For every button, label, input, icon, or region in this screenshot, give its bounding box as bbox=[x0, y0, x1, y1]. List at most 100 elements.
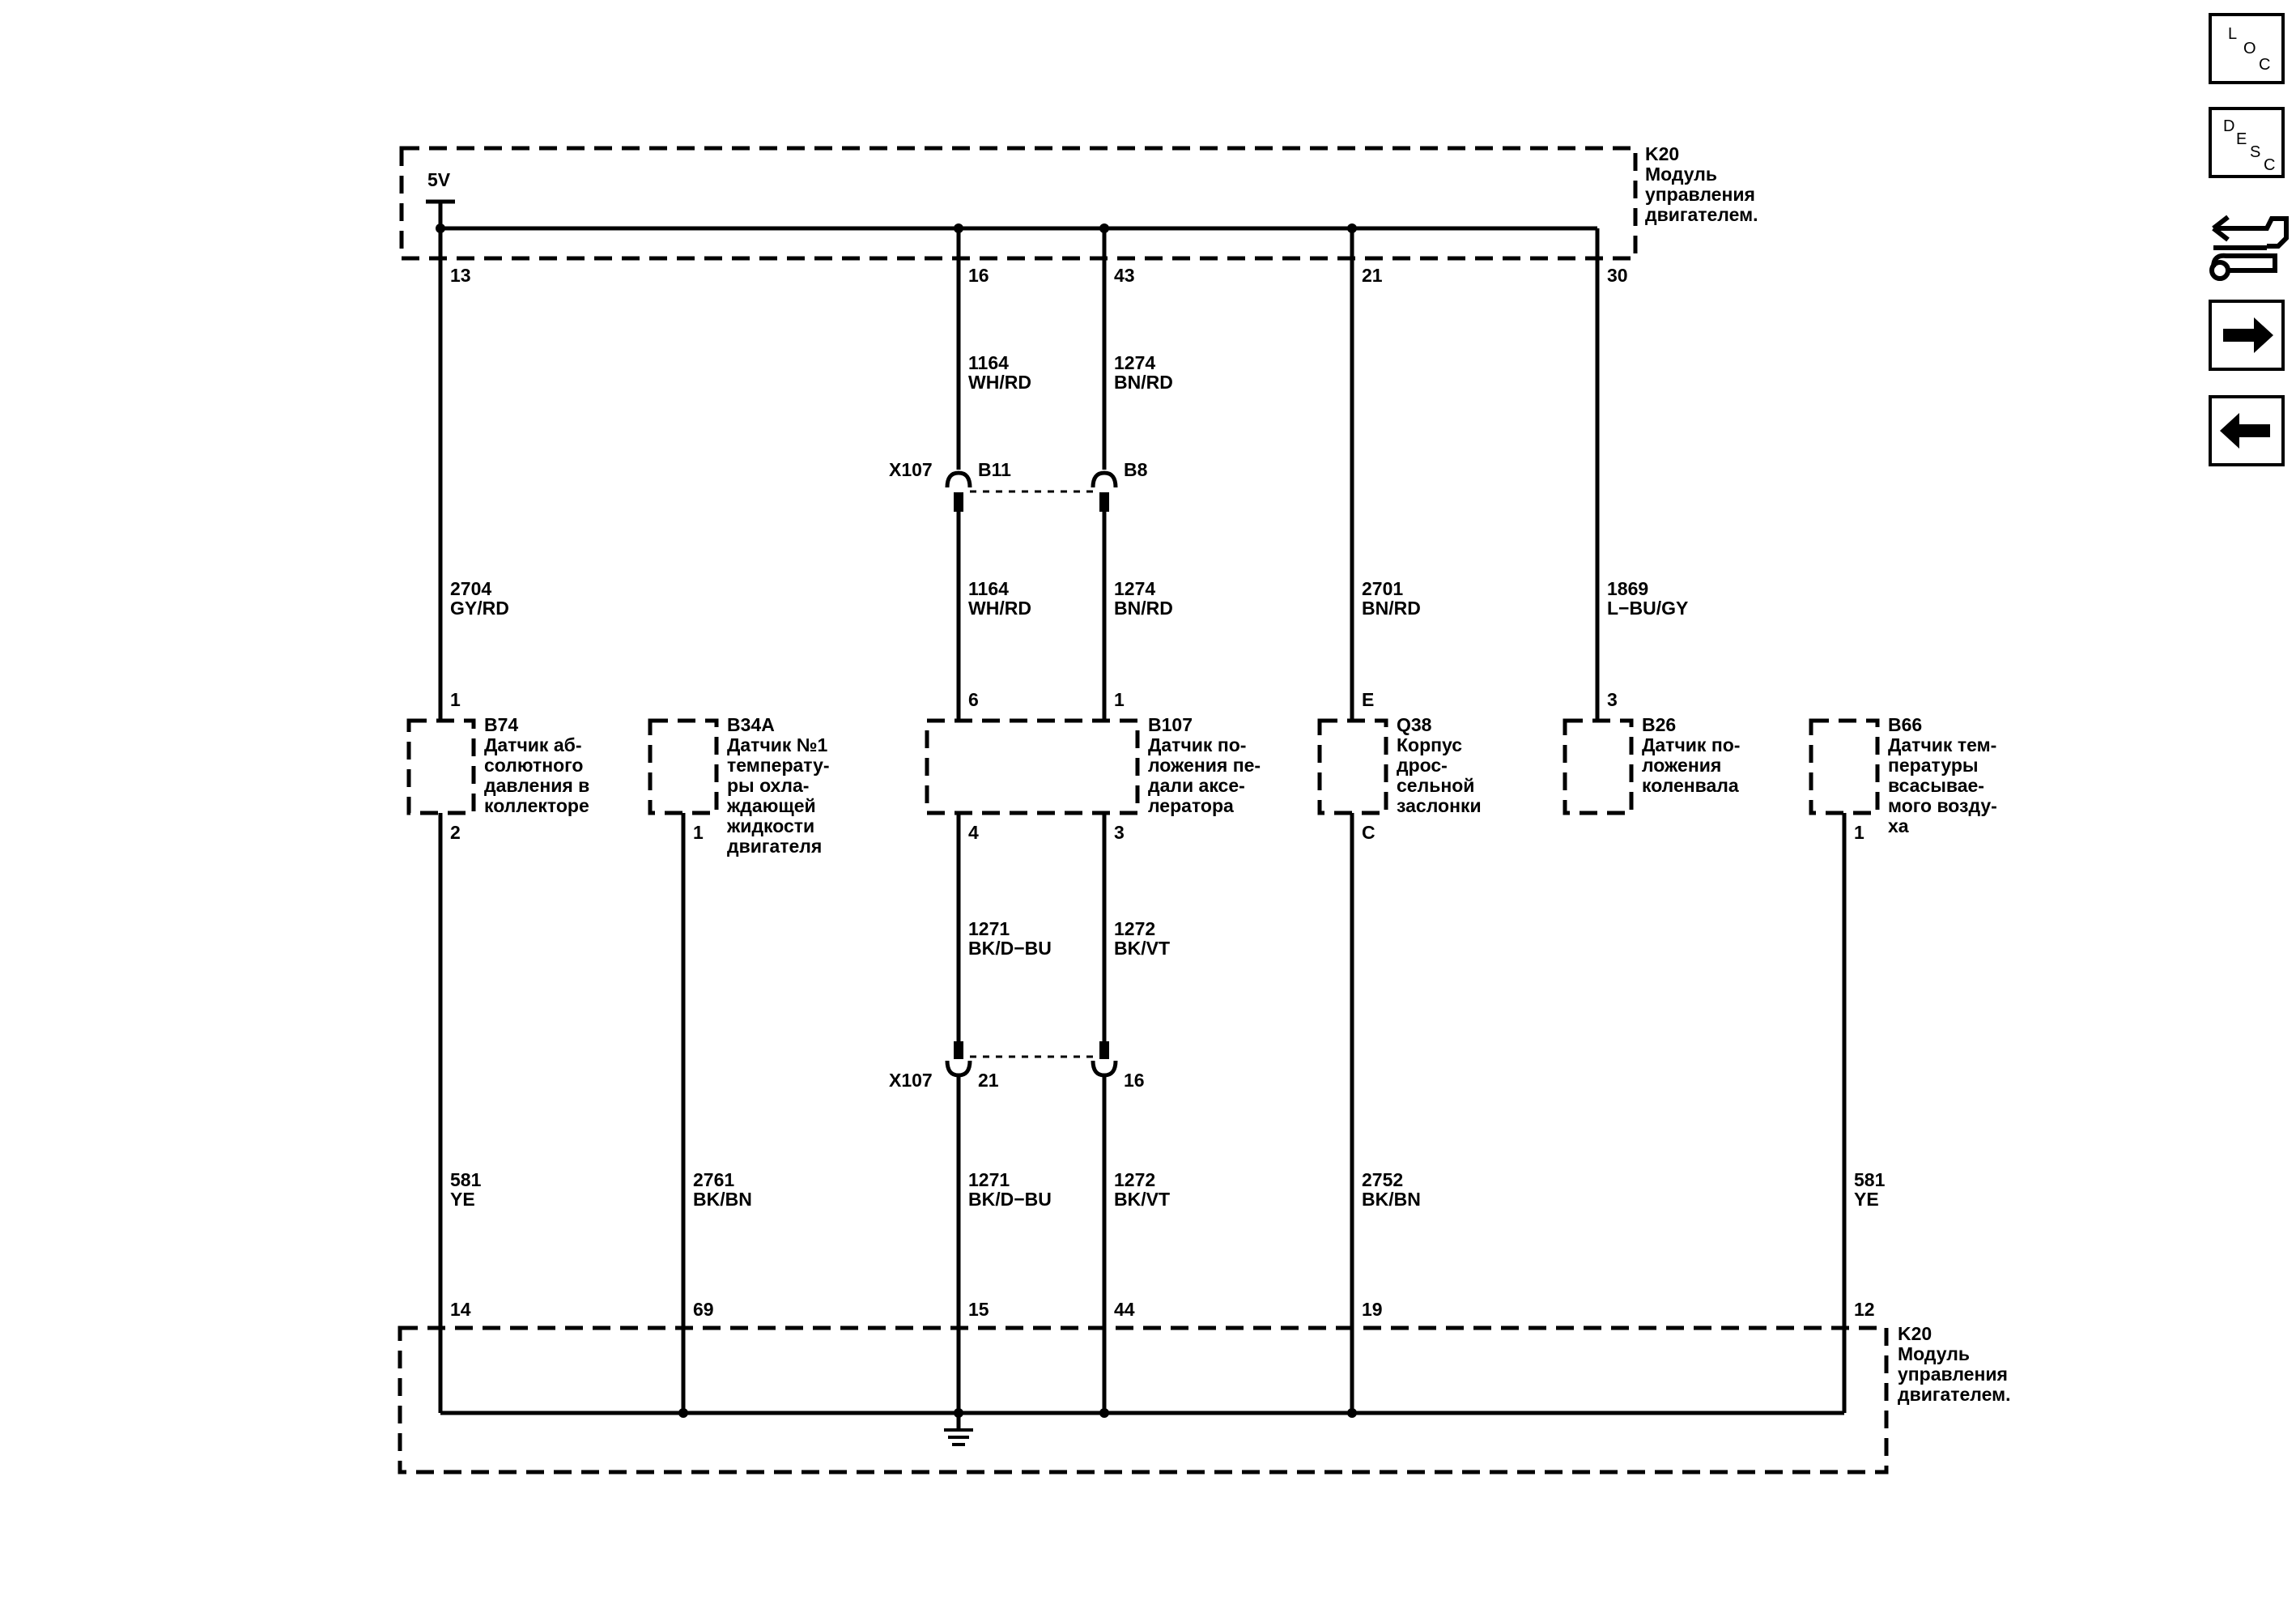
component-pin: 1 bbox=[1854, 822, 1864, 843]
bottom-pin: 19 bbox=[1362, 1299, 1383, 1320]
bottom-pin: 12 bbox=[1854, 1299, 1875, 1320]
wire-label: YE bbox=[450, 1189, 475, 1210]
loc-button[interactable]: L O C bbox=[2209, 13, 2285, 84]
wire-label: 1271 bbox=[968, 1169, 1010, 1190]
component-b26-line: коленвала bbox=[1642, 775, 1739, 796]
component-b74-line: коллекторе bbox=[484, 795, 589, 816]
component-b107-line: лератора bbox=[1148, 795, 1234, 816]
component-q38-line: дрос- bbox=[1397, 755, 1448, 776]
bottom-pin: 69 bbox=[693, 1299, 714, 1320]
component-b26-box bbox=[1563, 718, 1634, 815]
bottom-pin: 44 bbox=[1114, 1299, 1135, 1320]
wire-label: 2701 bbox=[1362, 578, 1403, 599]
wire-label: L−BU/GY bbox=[1607, 598, 1688, 619]
wire-label: BK/BN bbox=[1362, 1189, 1421, 1210]
forward-arrow-button[interactable] bbox=[2209, 300, 2285, 371]
wire-label: 1164 bbox=[968, 578, 1009, 599]
component-b26-ref: B26 bbox=[1642, 714, 1676, 735]
connector-x107-bottom-pin-a: 21 bbox=[978, 1070, 999, 1091]
svg-text:O: O bbox=[2243, 40, 2256, 57]
connector-x107-top-pin-b: B8 bbox=[1124, 459, 1148, 480]
component-pin: 6 bbox=[968, 689, 979, 710]
ecm-bottom-line1: Модуль bbox=[1898, 1343, 1970, 1364]
component-q38-ref: Q38 bbox=[1397, 714, 1432, 735]
ecm-bottom-line3: двигателем. bbox=[1898, 1384, 2011, 1405]
svg-text:C: C bbox=[2264, 156, 2275, 174]
component-b107-ref: B107 bbox=[1148, 714, 1193, 735]
connector-x107-bottom-pin-b: 16 bbox=[1124, 1070, 1145, 1091]
component-b66-ref: B66 bbox=[1888, 714, 1922, 735]
component-q38-line: заслонки bbox=[1397, 795, 1482, 816]
component-b74-line: Датчик аб- bbox=[484, 734, 582, 755]
wire-label: 1869 bbox=[1607, 578, 1648, 599]
ecm-top-ref: K20 bbox=[1645, 143, 1679, 164]
component-b107-box bbox=[925, 718, 1140, 815]
component-b34a-line: Датчик №1 bbox=[727, 734, 827, 755]
wire-label: BK/D−BU bbox=[968, 1189, 1052, 1210]
top-pin: 43 bbox=[1114, 265, 1135, 286]
ecm-top-line3: двигателем. bbox=[1645, 204, 1758, 225]
connector-repair-icon[interactable] bbox=[2209, 215, 2289, 281]
desc-button[interactable]: D E S C bbox=[2209, 107, 2285, 178]
component-pin: 3 bbox=[1114, 822, 1125, 843]
component-b34a-line: температу- bbox=[727, 755, 830, 776]
component-b26-line: ложения bbox=[1642, 755, 1721, 776]
component-b107-line: Датчик по- bbox=[1148, 734, 1246, 755]
connector-x107-female bbox=[945, 1060, 972, 1078]
ecm-top-line2: управления bbox=[1645, 184, 1755, 205]
component-q38-box bbox=[1317, 718, 1388, 815]
component-b66-box bbox=[1809, 718, 1880, 815]
component-b66-line: пературы bbox=[1888, 755, 1979, 776]
wire-label: YE bbox=[1854, 1189, 1879, 1210]
ecm-bottom-box bbox=[398, 1326, 1889, 1474]
ecm-top-box bbox=[399, 146, 1638, 261]
ground-icon bbox=[944, 1413, 973, 1446]
wire-label: 1274 bbox=[1114, 578, 1155, 599]
component-pin: 3 bbox=[1607, 689, 1618, 710]
bottom-pin: 15 bbox=[968, 1299, 989, 1320]
connector-x107-female bbox=[945, 470, 972, 488]
svg-text:E: E bbox=[2236, 130, 2247, 148]
component-pin: 4 bbox=[968, 822, 979, 843]
component-b74-line: солютного bbox=[484, 755, 583, 776]
wire-label: GY/RD bbox=[450, 598, 509, 619]
wire-label: 2704 bbox=[450, 578, 491, 599]
component-q38-line: Корпус bbox=[1397, 734, 1462, 755]
component-b66-line: мого возду- bbox=[1888, 795, 1997, 816]
top-pin: 16 bbox=[968, 265, 989, 286]
ecm-bottom-line2: управления bbox=[1898, 1364, 2008, 1385]
svg-text:C: C bbox=[2259, 56, 2270, 74]
ecm-top-line1: Модуль bbox=[1645, 164, 1717, 185]
wire-label: 1272 bbox=[1114, 918, 1155, 939]
component-b34a-line: жидкости bbox=[726, 815, 814, 836]
top-pin: 13 bbox=[450, 265, 471, 286]
wire-label: BK/VT bbox=[1114, 938, 1170, 959]
svg-text:S: S bbox=[2250, 143, 2260, 161]
component-b34a-line: двигателя bbox=[727, 836, 822, 857]
wire-label: BN/RD bbox=[1114, 372, 1173, 393]
bus-junction bbox=[1099, 1408, 1109, 1418]
wire-label: 2752 bbox=[1362, 1169, 1403, 1190]
wire-label: BN/RD bbox=[1362, 598, 1421, 619]
wire-label: 1272 bbox=[1114, 1169, 1155, 1190]
bus-junction bbox=[1347, 1408, 1357, 1418]
component-b34a-line: ры охла- bbox=[727, 775, 809, 796]
wire-label: 1271 bbox=[968, 918, 1010, 939]
component-b66-line: Датчик тем- bbox=[1888, 734, 1996, 755]
wire-label: BK/VT bbox=[1114, 1189, 1170, 1210]
back-arrow-button[interactable] bbox=[2209, 395, 2285, 466]
connector-x107-female bbox=[1091, 470, 1118, 488]
wire-label: BK/D−BU bbox=[968, 938, 1052, 959]
wire-label: WH/RD bbox=[968, 598, 1031, 619]
wire-label: WH/RD bbox=[968, 372, 1031, 393]
connector-x107-top-ref: X107 bbox=[889, 459, 933, 480]
ecm-bottom-ref: K20 bbox=[1898, 1323, 1932, 1344]
top-pin: 30 bbox=[1607, 265, 1628, 286]
component-pin: 1 bbox=[1114, 689, 1125, 710]
component-pin: 2 bbox=[450, 822, 461, 843]
wire-label: 581 bbox=[450, 1169, 482, 1190]
component-b74-ref: B74 bbox=[484, 714, 518, 735]
component-pin: C bbox=[1362, 822, 1375, 843]
wire-label: 581 bbox=[1854, 1169, 1886, 1190]
